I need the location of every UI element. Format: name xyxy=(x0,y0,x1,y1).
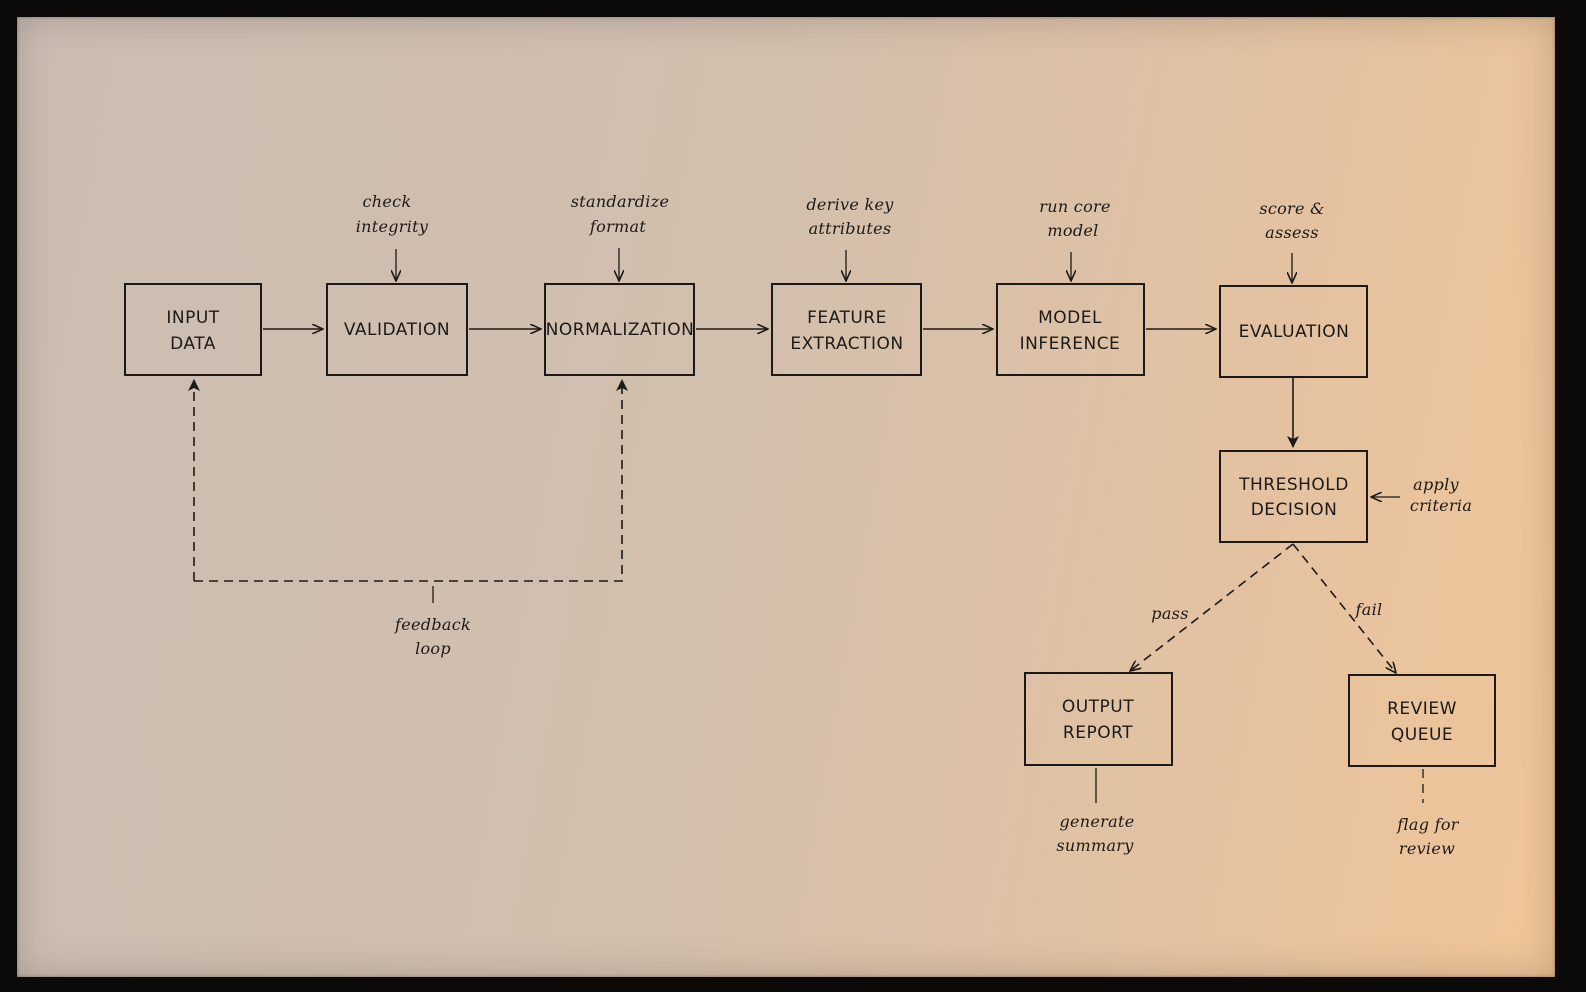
node-label: INPUT xyxy=(166,308,219,328)
annotation-line: integrity xyxy=(356,217,429,236)
node-label: DECISION xyxy=(1251,500,1338,520)
annotation-line: review xyxy=(1399,839,1455,858)
node-label: FEATURE xyxy=(807,308,887,328)
node-label: QUEUE xyxy=(1391,725,1453,745)
annotation-line: attributes xyxy=(809,219,892,238)
annotation-line: format xyxy=(589,217,646,236)
node-threshold-decision: THRESHOLD DECISION xyxy=(1219,450,1368,543)
node-output-report: OUTPUT REPORT xyxy=(1024,672,1173,766)
annotation-review-queue: flag for review xyxy=(1396,769,1460,858)
node-input-data: INPUT DATA xyxy=(124,283,262,376)
node-review-queue: REVIEW QUEUE xyxy=(1348,674,1496,767)
paper-sheet xyxy=(17,17,1555,977)
feedback-line-to-normalization xyxy=(194,379,628,582)
annotation-line: summary xyxy=(1056,836,1134,855)
annotation-normalization: standardize format xyxy=(571,192,669,281)
node-label: THRESHOLD xyxy=(1238,475,1349,495)
annotation-output-report: generate summary xyxy=(1056,768,1134,855)
annotation-feedback-line1: feedback xyxy=(394,615,471,634)
annotation-evaluation: score & assess xyxy=(1259,199,1324,283)
annotation-line: assess xyxy=(1265,223,1319,242)
node-evaluation: EVALUATION xyxy=(1219,285,1368,378)
annotation-line: check xyxy=(363,192,412,211)
node-label: VALIDATION xyxy=(344,320,450,340)
annotation-line: model xyxy=(1047,221,1098,240)
node-label: NORMALIZATION xyxy=(546,320,695,340)
node-normalization: NORMALIZATION xyxy=(544,283,695,376)
edge-label-fail: fail xyxy=(1355,600,1383,619)
edge-fail-branch xyxy=(1292,543,1396,673)
annotation-line: generate xyxy=(1060,812,1135,831)
annotation-feature-extraction: derive key attributes xyxy=(806,195,894,281)
node-label: OUTPUT xyxy=(1062,697,1134,717)
annotation-model-inference: run core model xyxy=(1039,197,1110,281)
node-label: REPORT xyxy=(1063,723,1133,743)
node-label: INFERENCE xyxy=(1020,334,1121,354)
annotation-line: flag for xyxy=(1396,815,1460,834)
annotation-line: apply xyxy=(1413,475,1459,494)
node-label: REVIEW xyxy=(1387,699,1457,719)
annotation-threshold-decision: apply criteria xyxy=(1371,475,1472,515)
node-label: EXTRACTION xyxy=(790,334,903,354)
node-label: MODEL xyxy=(1038,308,1102,328)
annotation-line: derive key xyxy=(806,195,894,214)
edge-label-pass: pass xyxy=(1151,604,1188,623)
node-label: EVALUATION xyxy=(1239,322,1350,342)
annotation-feedback-line2: loop xyxy=(415,639,451,658)
edge-pass-branch xyxy=(1130,543,1294,671)
node-model-inference: MODEL INFERENCE xyxy=(996,283,1145,376)
node-feature-extraction: FEATURE EXTRACTION xyxy=(771,283,922,376)
node-label: DATA xyxy=(170,334,216,354)
annotation-validation: check integrity xyxy=(356,192,429,281)
annotation-line: run core xyxy=(1039,197,1110,216)
node-validation: VALIDATION xyxy=(326,283,468,376)
annotation-line: standardize xyxy=(571,192,669,211)
annotation-line: score & xyxy=(1259,199,1324,218)
annotation-line: criteria xyxy=(1410,496,1472,515)
